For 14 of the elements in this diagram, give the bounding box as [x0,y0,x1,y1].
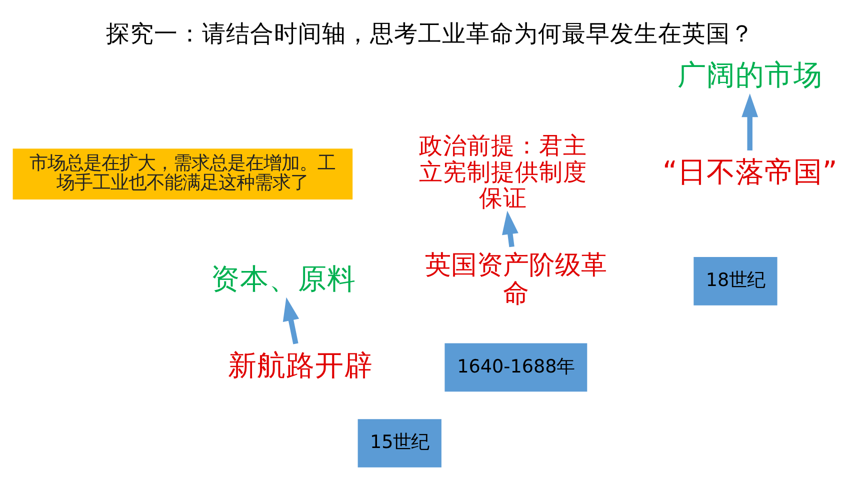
label: 15世纪 [370,432,430,454]
node-text: 政治前提：君主立宪制提供制度保证 [418,132,587,212]
node-text: 资本、原料 [210,262,356,296]
node-box: 市场总是在扩大，需求总是在增加。工场手工业也不能满足这种需求了 [12,148,353,200]
label: 18世纪 [706,270,766,292]
node-text: 英国资产阶级革命 [424,250,607,310]
diagram-title: 探究一：请结合时间轴，思考工业革命为何最早发生在英国？ [106,19,754,48]
arrow [742,94,758,150]
label: 1640-1688年 [457,356,575,378]
arrow [502,210,518,248]
arrow [282,297,300,344]
node-text: 广阔的市场 [677,58,822,92]
node-text: “日不落帝国” [662,154,838,188]
node-text: 新航路开辟 [228,348,373,382]
